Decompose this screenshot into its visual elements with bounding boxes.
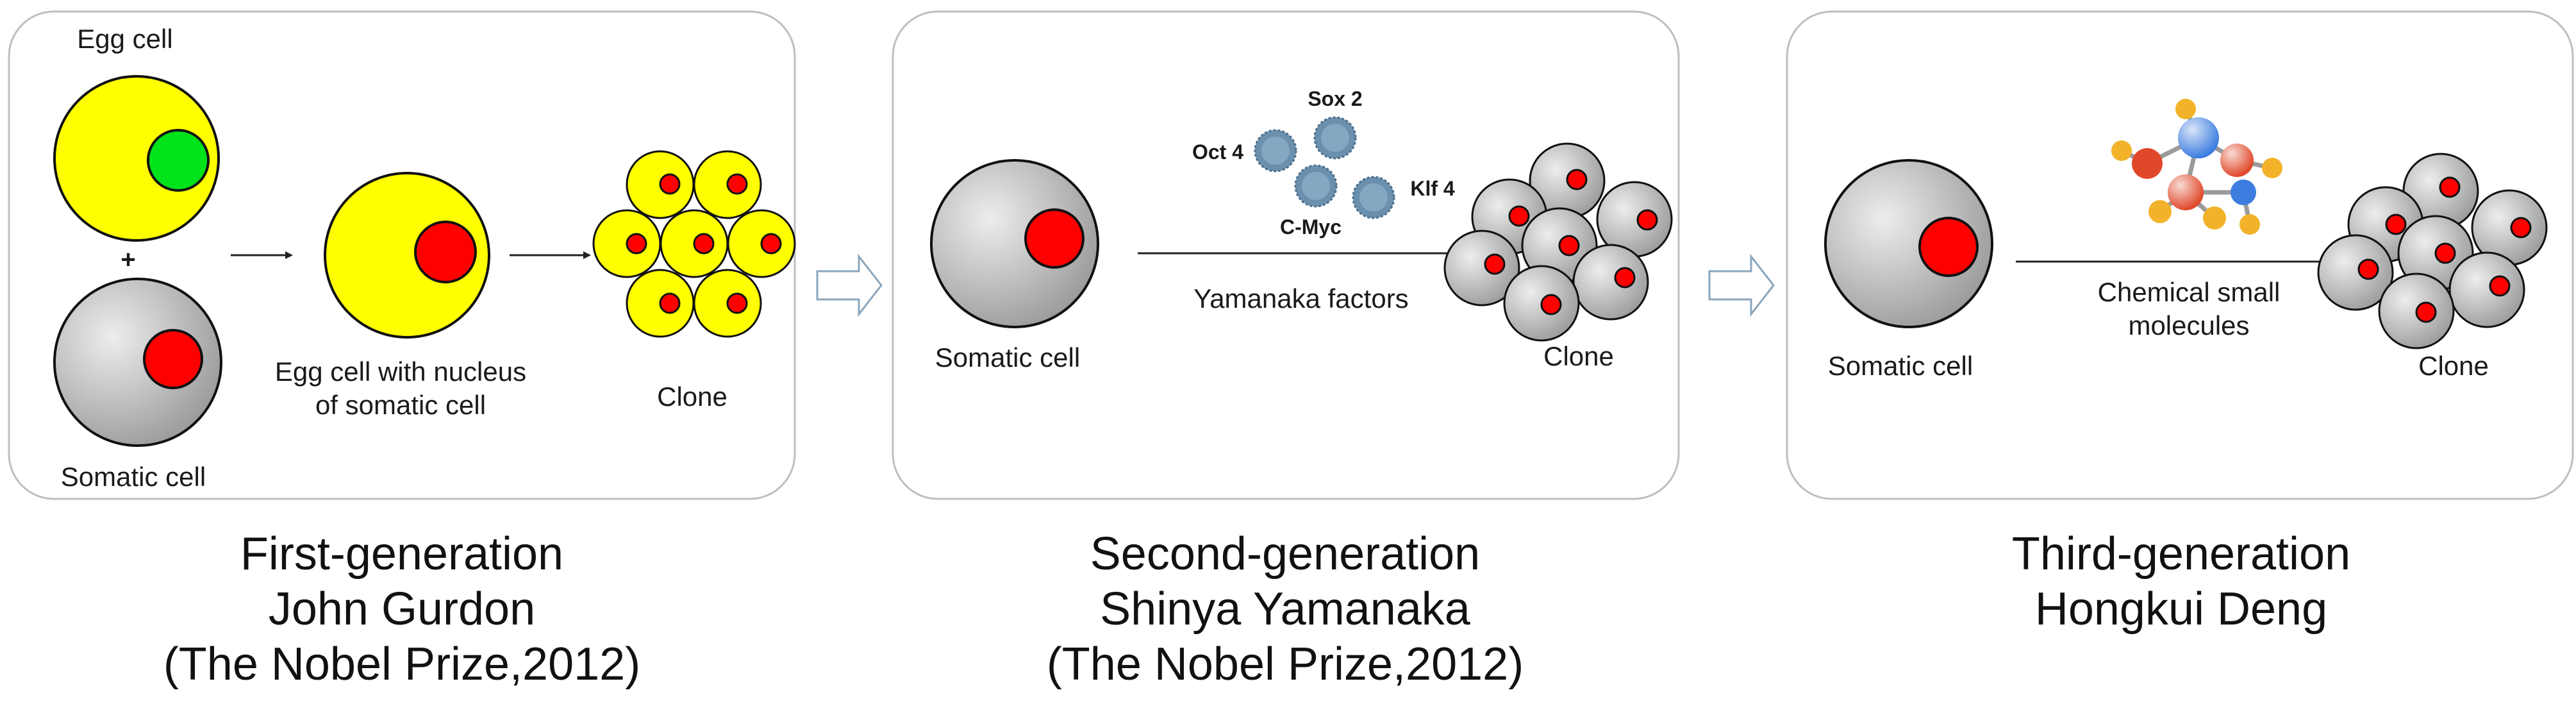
somatic-nucleus [1918,217,1979,277]
virus-oct4 [1254,129,1297,172]
hollow-arrow-2 [1708,253,1775,317]
factor-oct4: Oct 4 [1192,140,1243,164]
egg-with-nucleus-label-line1: Egg cell with nucleus [275,356,526,387]
caption-line: Shinya Yamanaka [1100,583,1471,635]
chemical-label-line2: molecules [2128,310,2249,340]
yamanaka-factor-viruses [1254,116,1395,219]
caption-line: (The Nobel Prize,2012) [163,639,640,690]
panel-frame [1786,10,2574,500]
caption-second-generation: Second-generation Shinya Yamanaka (The N… [1047,528,1524,690]
panel-frame [892,10,1680,500]
egg-nucleus [147,129,210,192]
egg-cell-with-somatic-nucleus [324,172,490,339]
virus-cmyc [1294,164,1338,208]
yamanaka-factors-label: Yamanaka factors [1193,283,1408,314]
chemical-label-line1: Chemical small [2098,277,2281,307]
panel-second-generation: Somatic cell Oct 4 Sox 2 Klf 4 C-Myc [892,10,1680,500]
egg-cell [53,75,220,242]
panel-third-generation: Somatic cell [1786,10,2574,500]
egg-cell-label: Egg cell [77,24,172,54]
caption-line: First-generation [240,528,563,580]
somatic-cell [1824,159,1993,328]
caption-line: Second-generation [1090,528,1480,580]
virus-sox2 [1313,116,1357,160]
factor-sox2: Sox 2 [1308,87,1362,110]
caption-line: (The Nobel Prize,2012) [1047,639,1524,690]
factor-cmyc: C-Myc [1280,215,1342,239]
plus-sign: + [120,246,135,274]
caption-line: John Gurdon [269,583,535,635]
caption-first-generation: First-generation John Gurdon (The Nobel … [163,528,640,690]
clone-cluster-yellow [592,150,796,338]
clone-cluster-grey [1443,142,1673,342]
caption-line: Hongkui Deng [2035,583,2327,635]
small-molecule-icon [2111,99,2282,235]
somatic-nucleus [143,329,203,389]
somatic-cell [930,159,1099,328]
somatic-cell-label: Somatic cell [1828,351,1973,381]
caption-line: Third-generation [2012,528,2350,580]
factor-klf4: Klf 4 [1410,177,1455,200]
clone-label: Clone [657,382,727,412]
hollow-arrow-1 [816,253,883,317]
somatic-cell [53,278,222,447]
caption-third-generation: Third-generation Hongkui Deng [2012,528,2350,635]
somatic-nucleus [1024,208,1084,269]
transferred-nucleus [414,221,477,283]
clone-label: Clone [2418,351,2489,381]
egg-with-nucleus-label-line2: of somatic cell [315,390,486,420]
clone-label: Clone [1543,341,1614,371]
somatic-cell-label: Somatic cell [935,342,1080,373]
somatic-cell-label: Somatic cell [61,462,206,492]
virus-klf4 [1352,176,1395,219]
panel-first-generation: Egg cell + Somatic cell Egg cell with nu… [8,10,796,500]
clone-cluster-grey [2317,153,2548,349]
